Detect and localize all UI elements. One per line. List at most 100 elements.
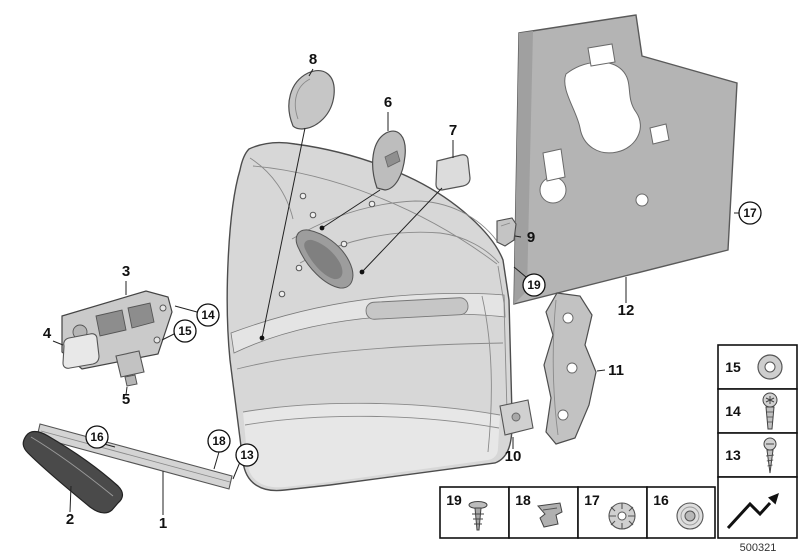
callout-circle bbox=[196, 303, 220, 327]
insulation-left-shade bbox=[514, 31, 533, 304]
callout-circle bbox=[235, 443, 259, 467]
screw-shaft bbox=[765, 406, 775, 430]
legend-num-14: 14 bbox=[725, 403, 741, 419]
callout-6[interactable]: 6 bbox=[384, 94, 392, 111]
part-insulation-panel bbox=[513, 14, 738, 305]
callout-1[interactable]: 1 bbox=[159, 515, 167, 532]
callout-circle bbox=[522, 273, 546, 297]
tweeter-cover-inner-line bbox=[294, 78, 311, 120]
leader-dot bbox=[319, 225, 325, 231]
door-pull-cutout-inner bbox=[304, 239, 343, 280]
callout-19[interactable]: 19 bbox=[522, 273, 546, 297]
callout-11[interactable]: 11 bbox=[608, 362, 624, 379]
part-edge-clip bbox=[496, 217, 517, 247]
small-bracket-outline bbox=[115, 350, 145, 378]
part-door-trim-panel bbox=[226, 141, 513, 492]
legend-cell-17: 17 bbox=[577, 486, 648, 539]
legend-cell-box bbox=[717, 476, 798, 539]
flat-grommet-ring bbox=[680, 506, 700, 526]
insulation-cutout-small bbox=[649, 123, 670, 145]
legend-cell-13: 13 bbox=[717, 432, 798, 478]
callout-14[interactable]: 14 bbox=[196, 303, 220, 327]
legend-side-column: 15 14 13 bbox=[717, 344, 798, 539]
mount-bracket-inner-line bbox=[552, 299, 559, 436]
callout-5[interactable]: 5 bbox=[122, 391, 130, 408]
flat-grommet-inner bbox=[684, 510, 696, 522]
callout-circle-num: 14 bbox=[201, 308, 215, 322]
insulation-cutout-slot bbox=[542, 148, 566, 182]
callout-16[interactable]: 16 bbox=[85, 425, 109, 449]
flat-grommet-icon bbox=[676, 502, 704, 530]
tapping-screw-icon bbox=[763, 437, 777, 474]
washer-inner bbox=[764, 361, 776, 373]
fastener-mark bbox=[295, 264, 303, 272]
small-bracket-tab bbox=[124, 374, 138, 387]
doc-code: 500321 bbox=[740, 542, 777, 554]
legend-num-15: 15 bbox=[725, 359, 741, 375]
callout-18[interactable]: 18 bbox=[207, 429, 231, 453]
part-mount-bracket bbox=[543, 292, 597, 445]
callout-2[interactable]: 2 bbox=[66, 511, 74, 528]
callout-12[interactable]: 12 bbox=[618, 302, 635, 319]
insulation-cutout-round bbox=[539, 176, 567, 204]
legend-num-13: 13 bbox=[725, 447, 741, 463]
small-cover-outline bbox=[62, 333, 100, 369]
callout-8[interactable]: 8 bbox=[309, 51, 317, 68]
legend-cell-18: 18 bbox=[508, 486, 579, 539]
accent-strip-inner-line bbox=[40, 430, 231, 483]
fastener-mark bbox=[309, 211, 317, 219]
callout-10[interactable]: 10 bbox=[505, 448, 522, 465]
screw-head-star bbox=[765, 396, 775, 404]
callout-7[interactable]: 7 bbox=[449, 122, 457, 139]
legend-cell-orientation bbox=[717, 476, 798, 539]
legend-num-17: 17 bbox=[584, 492, 600, 508]
callout-circle-num: 16 bbox=[90, 430, 104, 444]
door-panel-lower-shade bbox=[243, 403, 500, 488]
mount-bracket-hole-3 bbox=[557, 409, 569, 421]
callout-circle-num: 19 bbox=[527, 278, 541, 292]
switch-opening-1 bbox=[95, 309, 127, 337]
callout-labels: 1 2 3 4 5 6 7 8 9 10 11 12 bbox=[43, 51, 635, 532]
lower-plate-hole bbox=[511, 412, 521, 422]
legend-num-18: 18 bbox=[515, 492, 531, 508]
mount-bracket-hole-1 bbox=[562, 312, 574, 324]
legend-cell-14: 14 bbox=[717, 388, 798, 434]
switch-panel-screw-1 bbox=[159, 304, 167, 312]
direction-arrow-icon bbox=[726, 493, 779, 530]
callout-circle bbox=[738, 201, 762, 225]
rivet-ribs bbox=[472, 513, 484, 525]
part-small-cover bbox=[62, 333, 100, 369]
callout-17[interactable]: 17 bbox=[738, 201, 762, 225]
part-handle-trim bbox=[372, 130, 406, 191]
legend-num-19: 19 bbox=[446, 492, 462, 508]
leader-dot bbox=[359, 269, 365, 275]
insulation-cutout-large bbox=[564, 61, 641, 154]
part-small-bracket bbox=[115, 350, 145, 387]
callout-3[interactable]: 3 bbox=[122, 263, 130, 280]
callout-13[interactable]: 13 bbox=[235, 443, 259, 467]
callout-circle bbox=[85, 425, 109, 449]
callout-9[interactable]: 9 bbox=[527, 229, 535, 246]
callout-15[interactable]: 15 bbox=[173, 319, 197, 343]
door-panel-contour-lines bbox=[236, 157, 508, 453]
door-switch-slot bbox=[365, 297, 469, 320]
circled-callouts: 15 14 16 18 13 19 17 bbox=[85, 201, 762, 467]
dark-trim-outline bbox=[22, 430, 124, 514]
part-dark-trim bbox=[22, 430, 124, 514]
legend-cell-15: 15 bbox=[717, 344, 798, 390]
direction-arrow-head bbox=[768, 493, 779, 505]
tweeter-cover-outline bbox=[288, 70, 335, 130]
expansion-rivet-icon bbox=[468, 501, 488, 531]
callout-circle-num: 18 bbox=[212, 434, 226, 448]
mount-bracket-hole-2 bbox=[566, 362, 578, 374]
fastener-mark bbox=[299, 192, 307, 200]
spring-washer-inner bbox=[617, 511, 627, 521]
fastener-mark bbox=[368, 200, 376, 208]
leader-lines bbox=[52, 68, 739, 515]
callout-4[interactable]: 4 bbox=[43, 325, 52, 342]
legend-bottom-row: 19 18 17 16 bbox=[439, 486, 716, 539]
fastener-mark bbox=[278, 290, 286, 298]
legend-num-16: 16 bbox=[653, 492, 669, 508]
